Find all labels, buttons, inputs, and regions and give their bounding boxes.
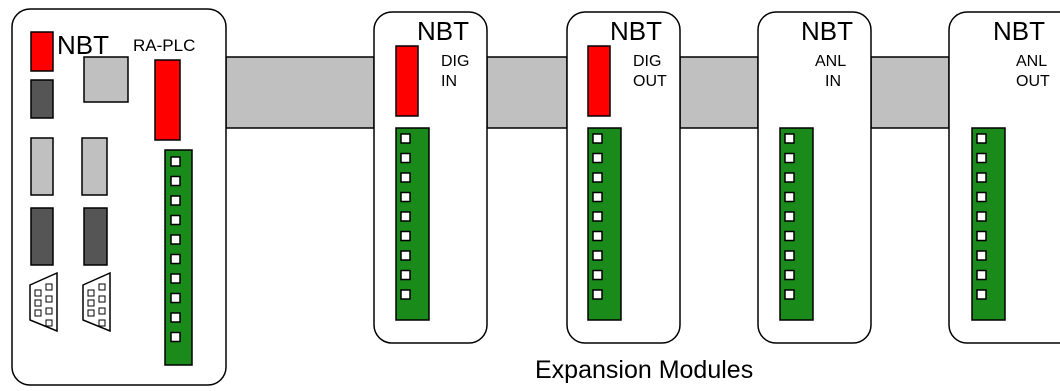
terminal-pin — [592, 211, 603, 222]
terminal-pin — [400, 133, 411, 144]
terminal-pin — [976, 211, 987, 222]
terminal-pin — [592, 250, 603, 261]
status-indicator — [30, 79, 54, 119]
display-window — [83, 56, 129, 103]
terminal-pin — [592, 133, 603, 144]
module-type-label: ANL — [815, 53, 847, 70]
backplane-bus — [225, 56, 950, 129]
terminal-pin — [976, 250, 987, 261]
plc-brand-label: NBT — [57, 30, 109, 60]
comm-port-dark — [30, 207, 54, 266]
terminal-pin — [170, 331, 181, 343]
terminal-pin — [976, 289, 987, 300]
terminal-pin — [976, 152, 987, 164]
module-brand-label: NBT — [610, 16, 662, 46]
terminal-pin — [784, 133, 795, 144]
terminal-pin — [976, 230, 987, 242]
terminal-pin — [976, 269, 987, 281]
module-type-label: IN — [441, 73, 457, 90]
module-brand-label: NBT — [801, 16, 853, 46]
bus-segment — [679, 56, 759, 129]
terminal-pin — [592, 289, 603, 300]
module-brand-label: NBT — [993, 16, 1045, 46]
terminal-pin — [170, 312, 181, 323]
module-type-label: DIG — [633, 53, 662, 70]
terminal-pin — [400, 172, 411, 183]
terminal-pin — [170, 253, 181, 265]
plc-model-label: RA-PLC — [133, 36, 196, 55]
terminal-pin — [784, 152, 795, 164]
terminal-block — [971, 127, 1006, 321]
terminal-pin — [976, 133, 987, 144]
db9-connector-icon — [29, 271, 58, 333]
terminal-pin — [170, 195, 181, 206]
run-led — [154, 59, 181, 141]
module-type-label: IN — [825, 73, 841, 90]
terminal-pin — [976, 172, 987, 183]
terminal-block — [587, 127, 622, 321]
power-led — [30, 31, 54, 72]
module-type-label: DIG — [441, 53, 470, 70]
terminal-pin — [400, 289, 411, 300]
bus-segment — [225, 56, 375, 129]
terminal-pin — [784, 230, 795, 242]
module-housing — [373, 11, 488, 344]
expansion-module-dig-in — [373, 11, 488, 344]
terminal-block — [395, 127, 430, 321]
status-led — [395, 45, 419, 117]
module-type-label: OUT — [1016, 73, 1050, 90]
module-type-label: OUT — [633, 73, 667, 90]
comm-port-light — [81, 137, 108, 196]
terminal-pin — [170, 214, 181, 226]
comm-port-light — [30, 137, 54, 196]
terminal-pin — [400, 269, 411, 281]
expansion-module-anl-in — [757, 11, 872, 344]
bus-segment — [870, 56, 950, 129]
expansion-modules-caption: Expansion Modules — [535, 356, 754, 384]
status-led — [587, 45, 611, 117]
plc-main-module — [11, 8, 227, 386]
terminal-pin — [592, 172, 603, 183]
terminal-pin — [592, 152, 603, 164]
terminal-pin — [170, 156, 181, 167]
terminal-pin — [400, 211, 411, 222]
terminal-pin — [784, 172, 795, 183]
terminal-pin — [400, 250, 411, 261]
comm-port-dark — [83, 207, 108, 266]
module-brand-label: NBT — [417, 16, 469, 46]
terminal-pin — [170, 292, 181, 304]
terminal-pin — [784, 191, 795, 203]
terminal-pin — [784, 289, 795, 300]
terminal-pin — [976, 191, 987, 203]
terminal-pin — [784, 211, 795, 222]
terminal-pin — [170, 234, 181, 245]
module-housing — [566, 11, 681, 344]
terminal-pin — [170, 175, 181, 187]
terminal-pin — [400, 191, 411, 203]
bus-segment — [486, 56, 568, 129]
expansion-module-dig-out — [566, 11, 681, 344]
terminal-block — [164, 149, 193, 366]
terminal-pin — [592, 191, 603, 203]
module-type-label: ANL — [1016, 53, 1048, 70]
terminal-pin — [592, 269, 603, 281]
expansion-module-anl-out — [948, 11, 1060, 344]
terminal-pin — [784, 269, 795, 281]
terminal-pin — [400, 152, 411, 164]
db9-connector-icon — [82, 271, 111, 333]
terminal-pin — [592, 230, 603, 242]
terminal-pin — [400, 230, 411, 242]
terminal-block — [779, 127, 814, 321]
terminal-pin — [170, 273, 181, 284]
terminal-pin — [784, 250, 795, 261]
